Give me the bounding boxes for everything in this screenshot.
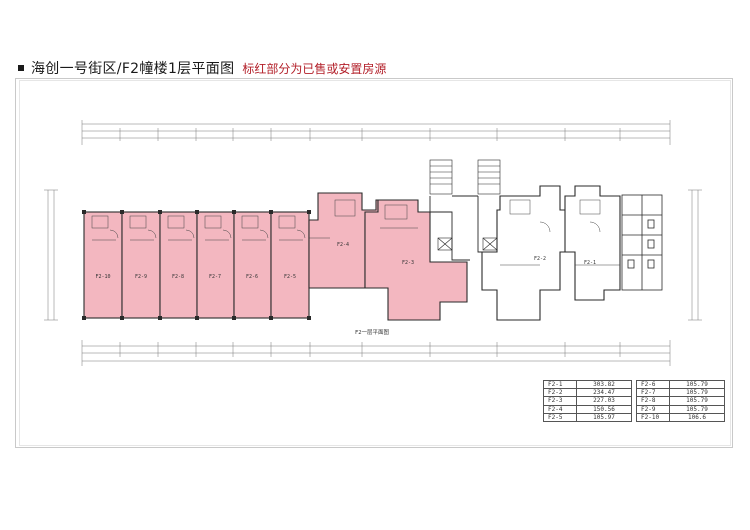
unit-F2-8 bbox=[159, 211, 198, 319]
top-dimension-lines bbox=[81, 120, 671, 145]
bottom-dimension-lines bbox=[81, 340, 671, 366]
bullet-square-icon bbox=[18, 65, 24, 71]
unit-F2-10 bbox=[83, 211, 123, 319]
drawing-frame-inner bbox=[19, 80, 731, 446]
table-row: F2-1 303.82 F2-6 105.79 bbox=[543, 379, 725, 390]
label-unit-F2-6: F2-6 bbox=[246, 274, 258, 280]
stair-cores bbox=[429, 159, 501, 251]
side-dimension-lines bbox=[44, 189, 702, 321]
label-unit-F2-7: F2-7 bbox=[209, 274, 221, 280]
page-header: 海创一号街区/F2幢楼1层平面图 标红部分为已售或安置房源 bbox=[18, 58, 386, 78]
unit-F2-6 bbox=[233, 211, 272, 319]
label-unit-F2-10: F2-10 bbox=[95, 274, 110, 280]
label-unit-F2-1: F2-1 bbox=[584, 260, 596, 266]
unit-F2-5 bbox=[270, 211, 310, 319]
unit-F2-3 bbox=[364, 199, 468, 321]
area-table: F2-1 303.82 F2-6 105.79 F2-2 234.47 F2-7… bbox=[543, 379, 725, 422]
unit-F2-2 bbox=[481, 185, 576, 321]
drawing-frame-outer bbox=[15, 78, 733, 448]
table-row: F2-2 234.47 F2-7 105.79 bbox=[543, 388, 725, 398]
unit-F2-7 bbox=[196, 211, 235, 319]
unsold-unit-details bbox=[500, 199, 620, 266]
right-annex bbox=[621, 194, 663, 291]
core-walls bbox=[429, 195, 497, 261]
sold-note: 标红部分为已售或安置房源 bbox=[242, 62, 387, 76]
table-row: F2-3 227.03 F2-8 105.79 bbox=[543, 396, 725, 406]
unit-F2-1 bbox=[564, 185, 621, 301]
label-unit-F2-3: F2-3 bbox=[402, 260, 414, 266]
plan-caption: F2一层平面图 bbox=[355, 328, 390, 336]
page-title: 海创一号街区/F2幢楼1层平面图 bbox=[31, 61, 235, 77]
label-unit-F2-9: F2-9 bbox=[135, 274, 147, 280]
column-markers bbox=[82, 210, 311, 320]
label-unit-F2-8: F2-8 bbox=[172, 274, 184, 280]
label-unit-F2-5: F2-5 bbox=[284, 274, 296, 280]
sold-unit-details bbox=[91, 199, 418, 241]
unit-F2-9 bbox=[121, 211, 161, 319]
label-unit-F2-2: F2-2 bbox=[534, 256, 546, 262]
table-row: F2-5 105.97 F2-10 106.6 bbox=[543, 412, 725, 422]
sold-units bbox=[83, 192, 468, 321]
unsold-units bbox=[481, 185, 621, 321]
label-unit-F2-4: F2-4 bbox=[337, 242, 349, 248]
table-row: F2-4 150.56 F2-9 105.79 bbox=[543, 404, 725, 414]
